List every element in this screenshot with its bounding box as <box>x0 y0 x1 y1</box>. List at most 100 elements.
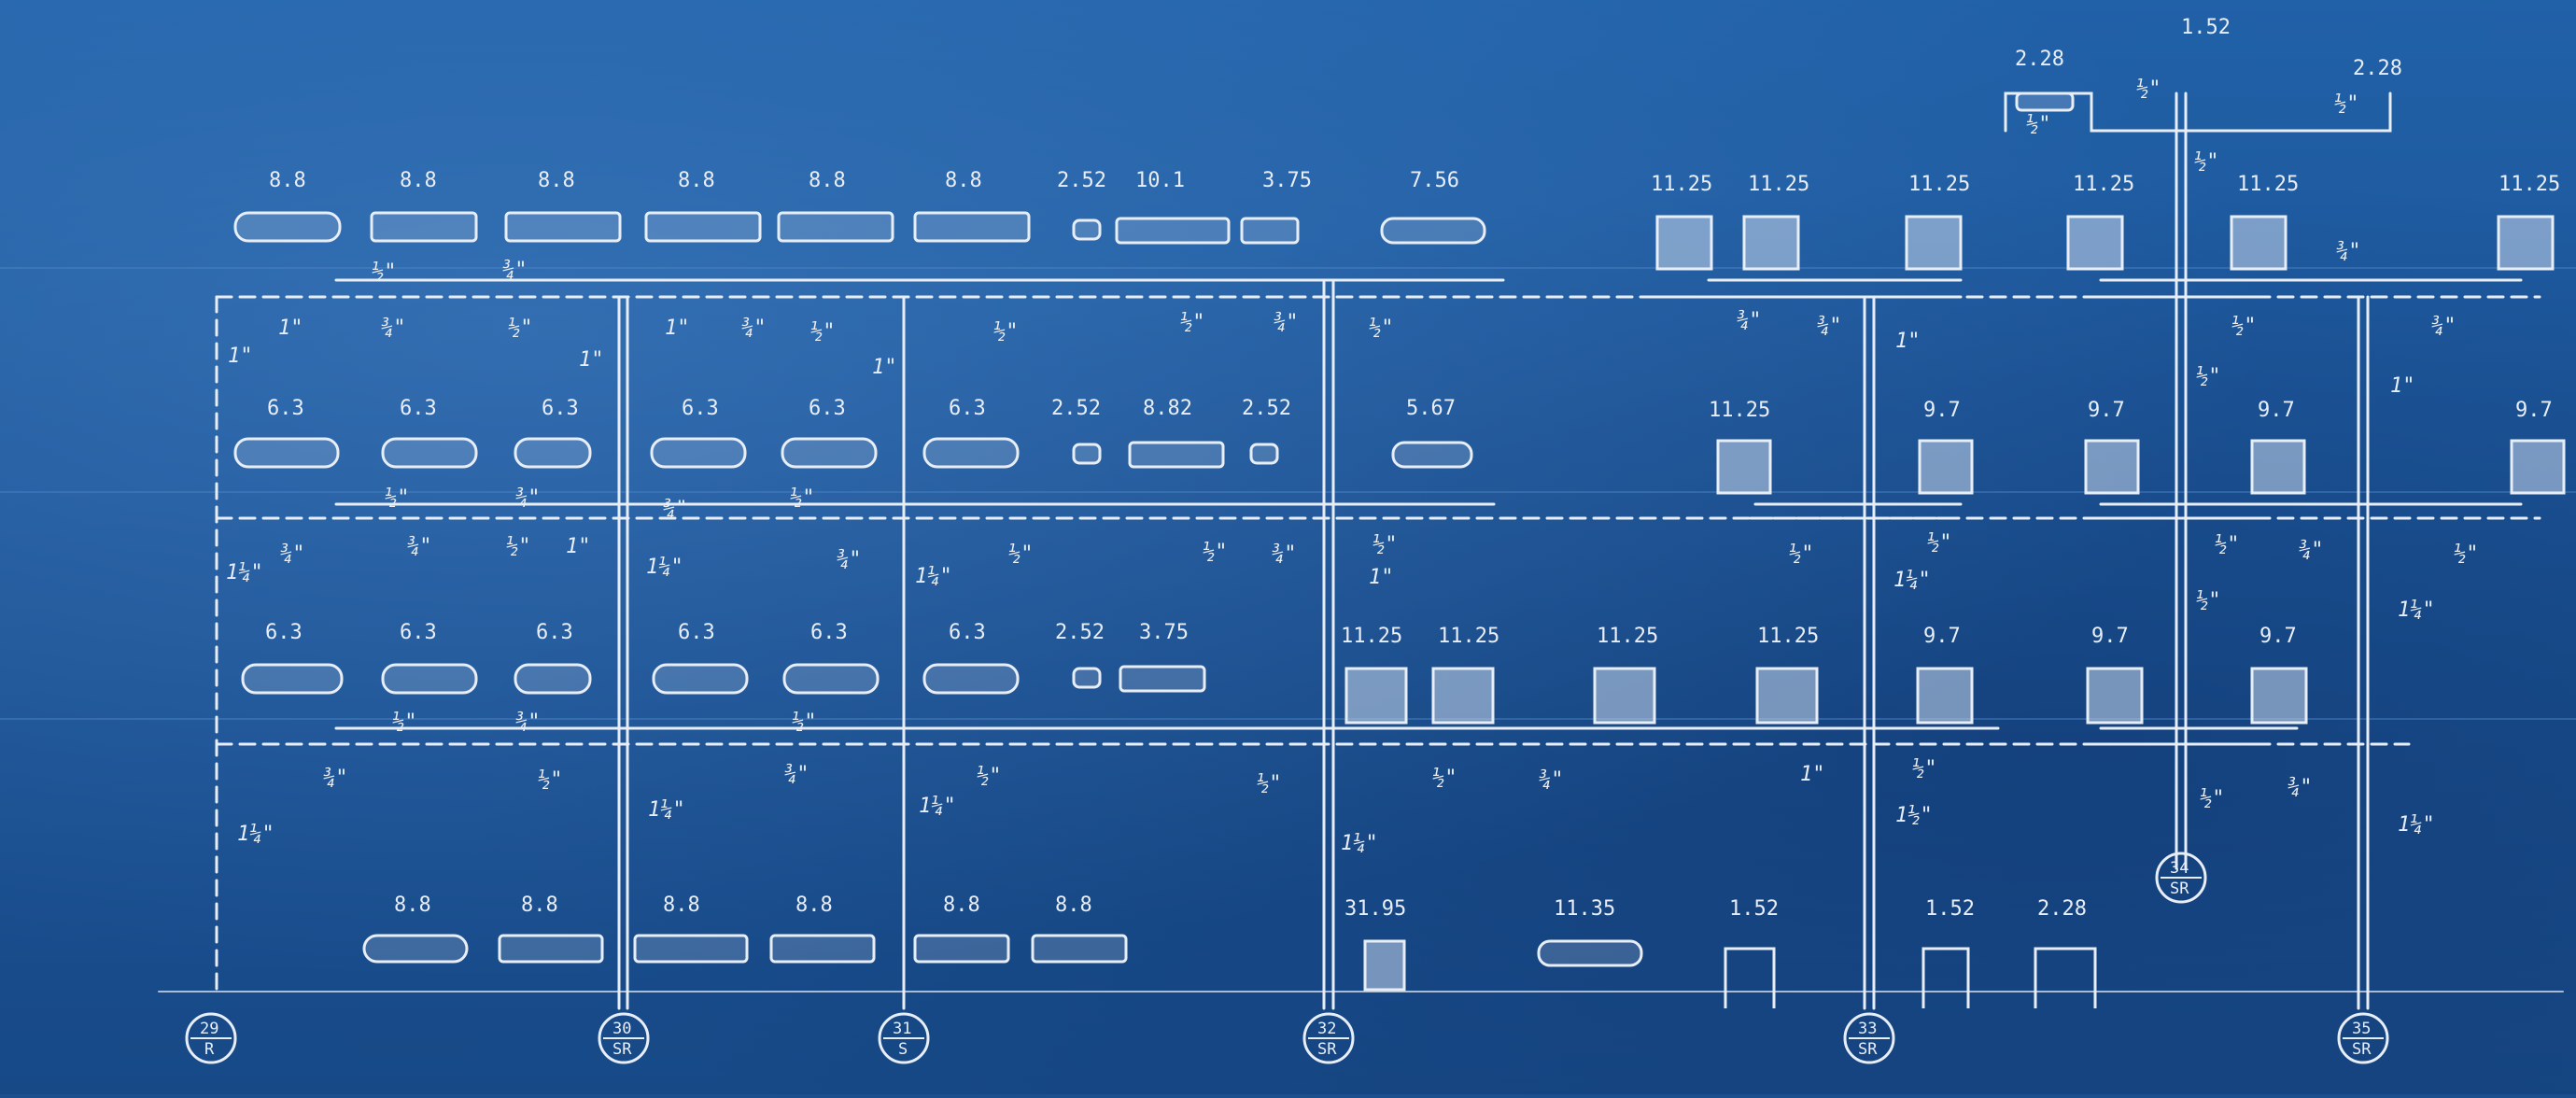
rating: 6.3 <box>536 621 573 644</box>
rating: 6.3 <box>810 621 848 644</box>
rating: 9.7 <box>2091 625 2129 648</box>
riser-number: 29 <box>200 1020 218 1038</box>
ratings-top: 2.28 1.52 2.28 <box>2015 16 2402 80</box>
rating: 11.25 <box>2499 173 2560 196</box>
pipe-size: ½" <box>1789 542 1814 566</box>
pipe-size: 1" <box>579 348 604 372</box>
rating: 8.8 <box>400 169 437 192</box>
pipe-size: ½" <box>385 486 410 510</box>
rating: 11.25 <box>1597 625 1658 648</box>
rating: 8.8 <box>521 894 558 917</box>
pipe-size: ½" <box>1257 772 1282 795</box>
rating: 11.25 <box>1748 173 1809 196</box>
pipe-size: ½" <box>977 765 1002 788</box>
pipe-size: ¾" <box>502 259 528 282</box>
pipe-size: ¾" <box>2287 776 2313 799</box>
rating: 9.7 <box>2088 399 2125 422</box>
riser-number: 31 <box>893 1020 911 1038</box>
riser-number: 33 <box>1858 1020 1877 1038</box>
rating: 9.7 <box>1923 625 1961 648</box>
pipe-size: ¾" <box>784 763 809 786</box>
pipe-size: 1" <box>278 317 303 340</box>
rating: 2.52 <box>1051 397 1101 420</box>
rating: 11.25 <box>1908 173 1970 196</box>
pipe-size: 1" <box>1800 763 1825 786</box>
ratings-row-1: 8.8 8.8 8.8 8.8 8.8 8.8 2.52 10.1 3.75 7… <box>269 169 2560 196</box>
pipe-size: 1½" <box>1895 804 1933 827</box>
rating: 6.3 <box>400 397 437 420</box>
pipe-size: 1¼" <box>2398 813 2435 837</box>
pipe-size-callouts: ½" ¾" ¾" ½" 1" 1" 1" 1" ¾" ½" 1" ½" ½" ¾… <box>226 77 2479 855</box>
pipe-size: ½" <box>792 711 817 734</box>
pipe-size: 1" <box>2390 374 2415 398</box>
rating: 8.8 <box>795 894 833 917</box>
rating: 7.56 <box>1410 169 1459 192</box>
pipe-size: ¾" <box>2431 315 2456 338</box>
riser-sub: SR <box>612 1040 632 1059</box>
rating: 9.7 <box>2259 625 2297 648</box>
pipe-size: ½" <box>1180 311 1205 334</box>
pipe-size: 1" <box>872 356 897 379</box>
pipe-size: ½" <box>790 486 815 510</box>
rating: 2.52 <box>1057 169 1106 192</box>
pipe-size: ½" <box>810 320 836 344</box>
riser-number: 30 <box>612 1020 631 1038</box>
rating: 8.8 <box>663 894 700 917</box>
rating: 8.8 <box>269 169 306 192</box>
pipe-size: ½" <box>506 535 531 558</box>
pipe-size: 1" <box>1369 566 1394 589</box>
pipe-size: ½" <box>392 711 417 734</box>
pipe-size: 1¼" <box>646 556 683 579</box>
pipe-size: ¾" <box>280 542 305 566</box>
rating: 2.52 <box>1242 397 1291 420</box>
rating: 8.8 <box>943 894 980 917</box>
riser-sub: SR <box>1858 1040 1878 1059</box>
pipe-size: ¾" <box>2336 240 2361 263</box>
pipe-size: ½" <box>1432 767 1457 790</box>
rating: 8.8 <box>945 169 982 192</box>
riser-sub: SR <box>1317 1040 1337 1059</box>
pipe-size: ¾" <box>515 711 541 734</box>
pipe-size: ½" <box>538 768 563 792</box>
rating: 6.3 <box>265 621 303 644</box>
pipe-size: ¾" <box>1272 542 1297 566</box>
rating: 11.25 <box>2237 173 2299 196</box>
pipe-size: ¾" <box>515 486 541 510</box>
rating: 11.25 <box>1709 399 1770 422</box>
riser-number: 35 <box>2352 1020 2371 1038</box>
riser-tags <box>185 852 2389 1064</box>
rating: 11.35 <box>1554 897 1615 921</box>
supply-piping <box>158 92 2564 1010</box>
rating: 9.7 <box>2515 399 2553 422</box>
pipe-size: ½" <box>1369 317 1394 340</box>
rating: 8.8 <box>809 169 846 192</box>
cabinet-units <box>1344 215 2566 992</box>
ratings-row-4: 8.8 8.8 8.8 8.8 8.8 8.8 31.95 11.35 1.52… <box>394 894 2087 921</box>
pipe-size: ½" <box>2231 315 2257 338</box>
rating: 9.7 <box>1923 399 1961 422</box>
pipe-size: 1" <box>566 535 591 558</box>
rating: 6.3 <box>267 397 304 420</box>
rating: 6.3 <box>682 397 719 420</box>
pipe-size: ½" <box>2200 787 2225 810</box>
pipe-size: ½" <box>2026 113 2051 136</box>
rating: 8.8 <box>678 169 715 192</box>
pipe-size: 1¼" <box>1893 569 1931 592</box>
rating: 2.28 <box>2037 897 2087 921</box>
rating: 6.3 <box>949 621 986 644</box>
riser-tag-labels: 29 R 30 SR 31 S 32 SR 33 SR 34 SR 35 SR <box>200 859 2372 1059</box>
rating: 6.3 <box>542 397 579 420</box>
pipe-size: ½" <box>508 317 533 340</box>
pipe-size: 1¼" <box>648 798 685 822</box>
rating: 1.52 <box>2181 16 2231 39</box>
pipe-size: ½" <box>2194 150 2219 174</box>
pipe-size: ¾" <box>837 548 862 571</box>
rating: 10.1 <box>1135 169 1185 192</box>
rating: 3.75 <box>1262 169 1312 192</box>
pipe-size: ¾" <box>741 317 767 340</box>
pipe-size: ½" <box>993 320 1019 344</box>
rating: 6.3 <box>949 397 986 420</box>
riser-sub: SR <box>2170 880 2189 898</box>
pipe-size: ½" <box>372 260 397 284</box>
pipe-size: 1¼" <box>226 561 263 584</box>
